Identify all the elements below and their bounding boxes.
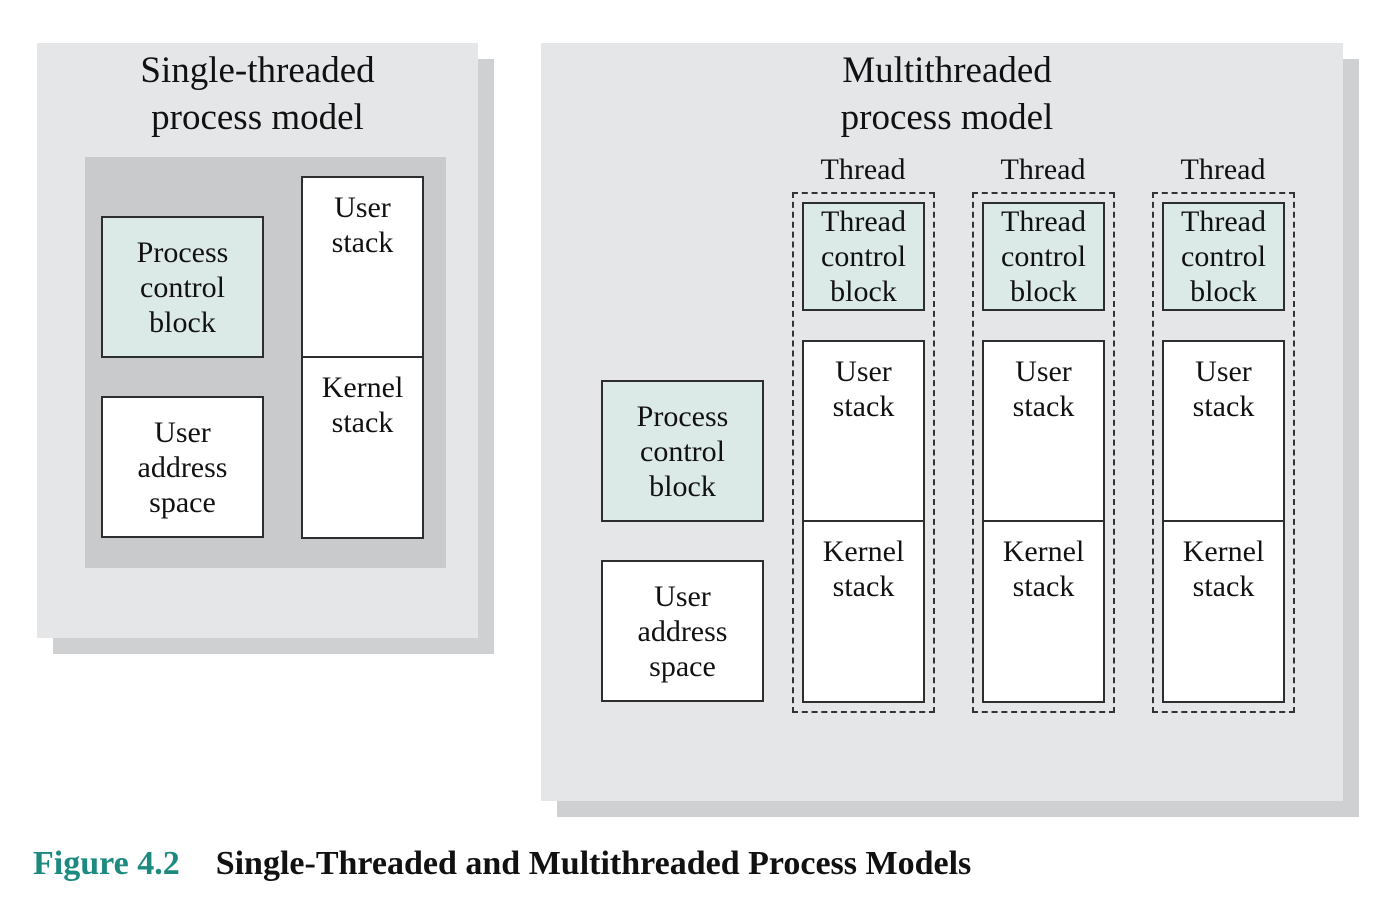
single-process-control-block: Process control block <box>101 216 264 358</box>
thread-3-kernel-stack: Kernel stack <box>1162 520 1285 703</box>
thread-1-user-stack: User stack <box>802 340 925 523</box>
thread-2-kernel-stack: Kernel stack <box>982 520 1105 703</box>
figure-caption: Figure 4.2 Single-Threaded and Multithrea… <box>33 842 971 886</box>
thread-label-3: Thread <box>1180 153 1266 186</box>
single-user-address-space: User address space <box>101 396 264 538</box>
thread-3-boundary <box>1152 192 1295 713</box>
single-user-stack: User stack <box>301 176 424 359</box>
thread-2-boundary <box>972 192 1115 713</box>
thread-3-control-block: Thread control block <box>1162 202 1285 311</box>
thread-label-2: Thread <box>1000 153 1086 186</box>
multithreaded-panel: Multithreaded process model Process cont… <box>541 43 1343 801</box>
thread-label-1: Thread <box>820 153 906 186</box>
single-kernel-stack: Kernel stack <box>301 356 424 539</box>
single-threaded-panel: Single-threaded process model Process co… <box>37 43 478 638</box>
multithreaded-title: Multithreaded process model <box>840 50 1054 138</box>
figure-title: Single-Threaded and Multithreaded Proces… <box>215 845 972 882</box>
thread-2-user-stack: User stack <box>982 340 1105 523</box>
thread-2-control-block: Thread control block <box>982 202 1105 311</box>
multi-process-control-block: Process control block <box>601 380 764 522</box>
figure-number: Figure 4.2 <box>33 845 180 882</box>
thread-1-control-block: Thread control block <box>802 202 925 311</box>
multi-user-address-space: User address space <box>601 560 764 702</box>
thread-3-user-stack: User stack <box>1162 340 1285 523</box>
thread-1-kernel-stack: Kernel stack <box>802 520 925 703</box>
thread-1-boundary <box>792 192 935 713</box>
single-threaded-title: Single-threaded process model <box>140 50 375 138</box>
